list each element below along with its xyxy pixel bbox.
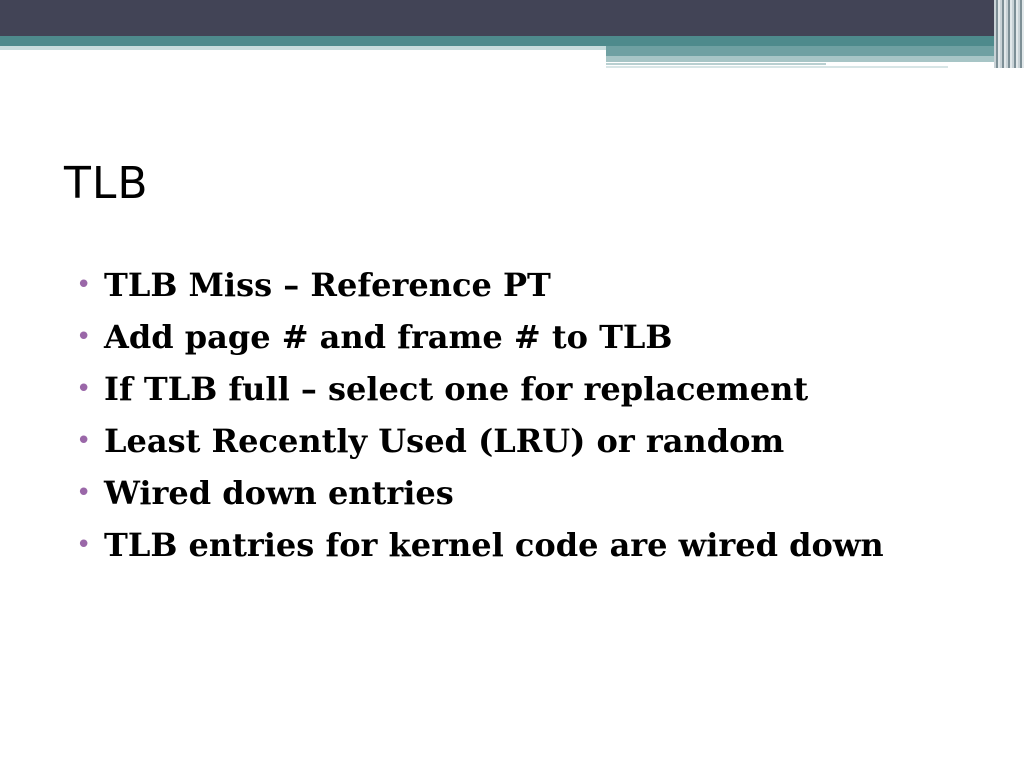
bullet-text: If TLB full – select one for replacement xyxy=(104,370,809,408)
bullet-icon: • xyxy=(76,322,92,352)
bullet-item: • TLB entries for kernel code are wired … xyxy=(76,522,976,568)
bullet-item: • TLB Miss – Reference PT xyxy=(76,262,976,308)
bullet-list: • TLB Miss – Reference PT • Add page # a… xyxy=(76,262,976,574)
bullet-item: • Least Recently Used (LRU) or random xyxy=(76,418,976,464)
bullet-text: TLB Miss – Reference PT xyxy=(104,266,551,304)
slide-title: TLB xyxy=(64,158,149,209)
bullet-item: • Wired down entries xyxy=(76,470,976,516)
bullet-icon: • xyxy=(76,478,92,508)
bullet-icon: • xyxy=(76,426,92,456)
header-band-step-light xyxy=(606,56,1024,62)
header-corner-stripes xyxy=(994,0,1024,68)
header-band-step xyxy=(606,46,1024,56)
bullet-text: Wired down entries xyxy=(104,474,454,512)
bullet-text: TLB entries for kernel code are wired do… xyxy=(104,526,884,564)
header-band-light xyxy=(0,46,1024,50)
bullet-text: Least Recently Used (LRU) or random xyxy=(104,422,785,460)
bullet-icon: • xyxy=(76,374,92,404)
header-band-teal xyxy=(0,36,1024,46)
header-thin-line xyxy=(606,63,826,65)
bullet-icon: • xyxy=(76,270,92,300)
header-thin-line-lower xyxy=(606,66,948,68)
header-band-dark xyxy=(0,0,1024,36)
bullet-text: Add page # and frame # to TLB xyxy=(104,318,673,356)
bullet-item: • If TLB full – select one for replaceme… xyxy=(76,366,976,412)
bullet-icon: • xyxy=(76,530,92,560)
bullet-item: • Add page # and frame # to TLB xyxy=(76,314,976,360)
